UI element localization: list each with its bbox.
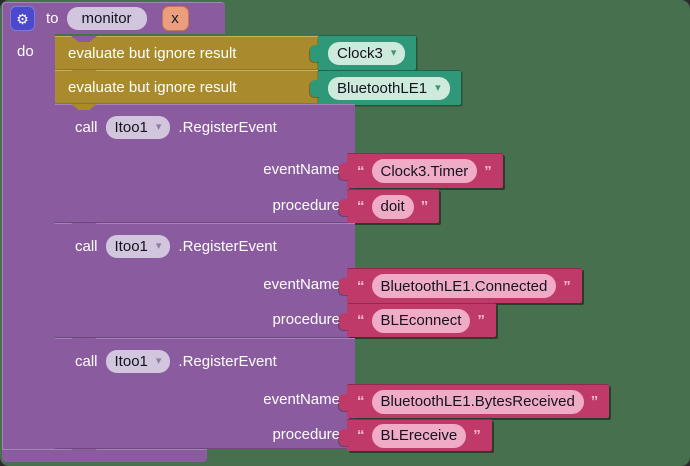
procedure-name-field[interactable]: monitor [66, 7, 147, 30]
call-label: call [75, 237, 98, 255]
close-quote: ” [590, 393, 599, 410]
dropdown-arrow-icon: ▾ [435, 81, 441, 94]
component-dropdown[interactable]: Itoo1 ▾ [105, 115, 171, 139]
procedure-definition-block[interactable]: ⚙ to monitor x [2, 2, 225, 34]
text-block[interactable]: “ BluetoothLE1.Connected ” [339, 268, 582, 303]
evaluate-label: evaluate but ignore result [68, 79, 237, 96]
close-quote: ” [420, 198, 429, 215]
component-dropdown[interactable]: Clock3 ▾ [328, 41, 406, 65]
component-name: Itoo1 [114, 237, 148, 255]
dropdown-arrow-icon: ▾ [155, 120, 162, 133]
text-block[interactable]: “ BLEreceive ” [339, 419, 492, 451]
param-label-eventname: eventName [263, 161, 340, 178]
connector-tab [71, 223, 97, 229]
close-quote: ” [477, 312, 485, 329]
open-quote: “ [357, 277, 365, 295]
open-quote: “ [357, 162, 365, 180]
component-dropdown[interactable]: Itoo1 ▾ [105, 349, 171, 373]
close-quote: ” [473, 427, 481, 444]
text-block[interactable]: “ BluetoothLE1.BytesReceived ” [338, 384, 610, 418]
text-block[interactable]: “ Clock3.Timer ” [339, 153, 503, 188]
do-label: do [17, 43, 34, 60]
evaluate-label: evaluate but ignore result [68, 45, 237, 62]
evaluate-ignore-block[interactable]: evaluate but ignore result [55, 70, 318, 104]
connector-tab [71, 104, 97, 110]
param-label-eventname: eventName [263, 276, 340, 293]
text-field[interactable]: BLEconnect [371, 308, 471, 333]
method-label: .RegisterEvent [178, 118, 277, 136]
dropdown-arrow-icon: ▾ [155, 239, 162, 252]
procedure-bottom-bar[interactable] [2, 449, 207, 462]
component-name: Clock3 [337, 44, 383, 62]
method-label: .RegisterEvent [178, 352, 277, 370]
dropdown-arrow-icon: ▾ [390, 46, 397, 59]
close-quote: ” [484, 162, 492, 180]
component-name: Itoo1 [114, 352, 148, 370]
component-block-bluetoothle1[interactable]: BluetoothLE1 ▾ [310, 70, 461, 105]
text-field[interactable]: Clock3.Timer [371, 159, 478, 183]
connector-tab [71, 36, 97, 42]
method-label: .RegisterEvent [178, 237, 277, 255]
component-name: BluetoothLE1 [337, 79, 428, 97]
open-quote: “ [357, 393, 365, 410]
text-field[interactable]: doit [371, 194, 414, 219]
connector-tab [71, 338, 97, 344]
text-field[interactable]: BLEreceive [371, 423, 467, 448]
evaluate-ignore-block[interactable]: evaluate but ignore result [55, 36, 318, 70]
open-quote: “ [357, 198, 365, 215]
param-label-procedure: procedure [272, 197, 340, 214]
parameter-chip-x[interactable]: x [161, 6, 189, 31]
gear-icon: ⚙ [16, 10, 29, 27]
component-dropdown[interactable]: BluetoothLE1 ▾ [328, 76, 450, 100]
call-label: call [75, 352, 98, 370]
call-registerevent-block[interactable]: call Itoo1 ▾ .RegisterEvent eventName pr… [55, 104, 355, 223]
open-quote: “ [357, 427, 365, 444]
param-label-eventname: eventName [263, 391, 340, 408]
call-registerevent-block[interactable]: call Itoo1 ▾ .RegisterEvent eventName pr… [55, 338, 355, 449]
call-label: call [75, 118, 98, 136]
text-block[interactable]: “ BLEconnect ” [339, 303, 496, 337]
text-field[interactable]: BluetoothLE1.BytesReceived [371, 389, 584, 414]
procedure-body-column[interactable] [2, 34, 55, 449]
text-block[interactable]: “ doit ” [338, 189, 440, 223]
text-field[interactable]: BluetoothLE1.Connected [371, 274, 557, 298]
close-quote: ” [563, 277, 571, 295]
dropdown-arrow-icon: ▾ [155, 354, 162, 367]
open-quote: “ [357, 312, 365, 329]
component-name: Itoo1 [114, 118, 148, 136]
connector-tab [71, 70, 97, 76]
mutator-gear-button[interactable]: ⚙ [10, 6, 35, 31]
param-label-procedure: procedure [272, 426, 340, 443]
component-dropdown[interactable]: Itoo1 ▾ [105, 234, 171, 258]
component-block-clock3[interactable]: Clock3 ▾ [309, 35, 417, 70]
to-label: to [46, 10, 59, 27]
connector-tab [71, 449, 97, 455]
param-label-procedure: procedure [272, 311, 340, 328]
call-registerevent-block[interactable]: call Itoo1 ▾ .RegisterEvent eventName pr… [55, 223, 355, 338]
